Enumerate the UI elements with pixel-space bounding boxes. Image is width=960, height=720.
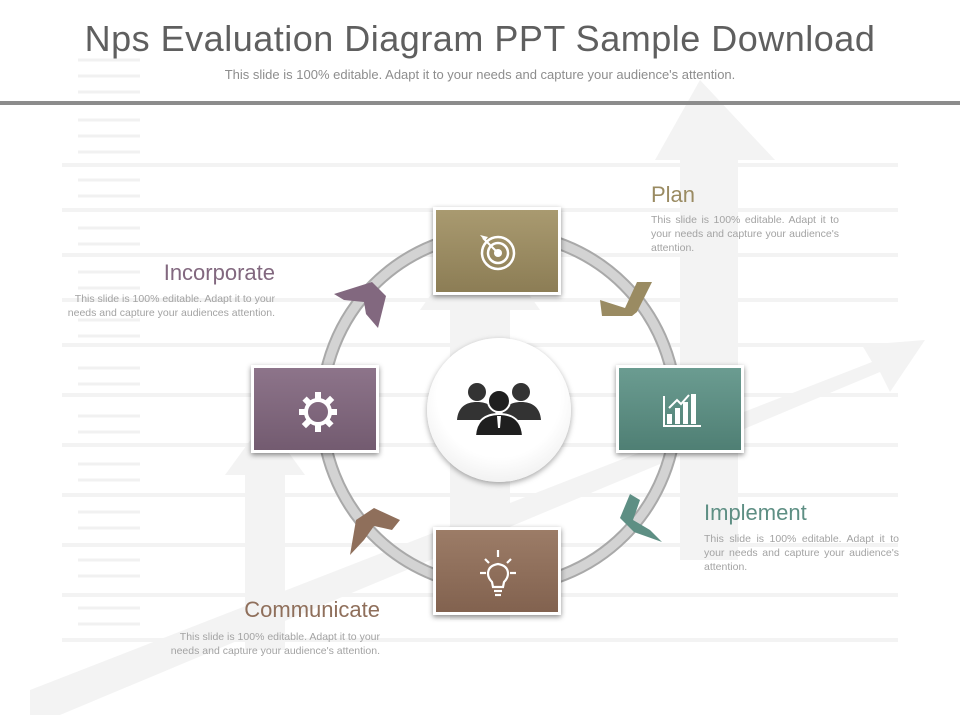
background-ruler — [78, 58, 140, 626]
plan-description: This slide is 100% editable. Adapt it to… — [651, 214, 839, 254]
target-icon — [480, 235, 516, 271]
implement-box — [616, 365, 744, 453]
page-subtitle: This slide is 100% editable. Adapt it to… — [224, 67, 736, 82]
plan-title: Plan — [651, 182, 696, 207]
implement-title: Implement — [704, 500, 807, 525]
title-divider — [0, 101, 960, 105]
incorporate-description: This slide is 100% editable. Adapt it to… — [67, 293, 275, 319]
arrow-chevron-implement — [620, 494, 662, 542]
plan-box — [433, 207, 561, 295]
page-title: Nps Evaluation Diagram PPT Sample Downlo… — [84, 18, 876, 59]
implement-description: This slide is 100% editable. Adapt it to… — [704, 533, 899, 573]
team-icon — [457, 383, 541, 437]
center-hub — [427, 338, 571, 482]
incorporate-box — [251, 365, 379, 453]
incorporate-title: Incorporate — [163, 260, 275, 285]
communicate-description: This slide is 100% editable. Adapt it to… — [170, 631, 380, 657]
arrow-chevron-communicate — [350, 508, 400, 555]
communicate-box — [433, 527, 561, 615]
arrow-chevron-plan — [600, 282, 652, 316]
gear-icon — [299, 392, 337, 432]
lightbulb-icon — [480, 550, 516, 597]
communicate-title: Communicate — [244, 597, 380, 622]
bar-chart-icon — [663, 394, 701, 427]
arrow-chevron-incorporate — [334, 282, 386, 328]
